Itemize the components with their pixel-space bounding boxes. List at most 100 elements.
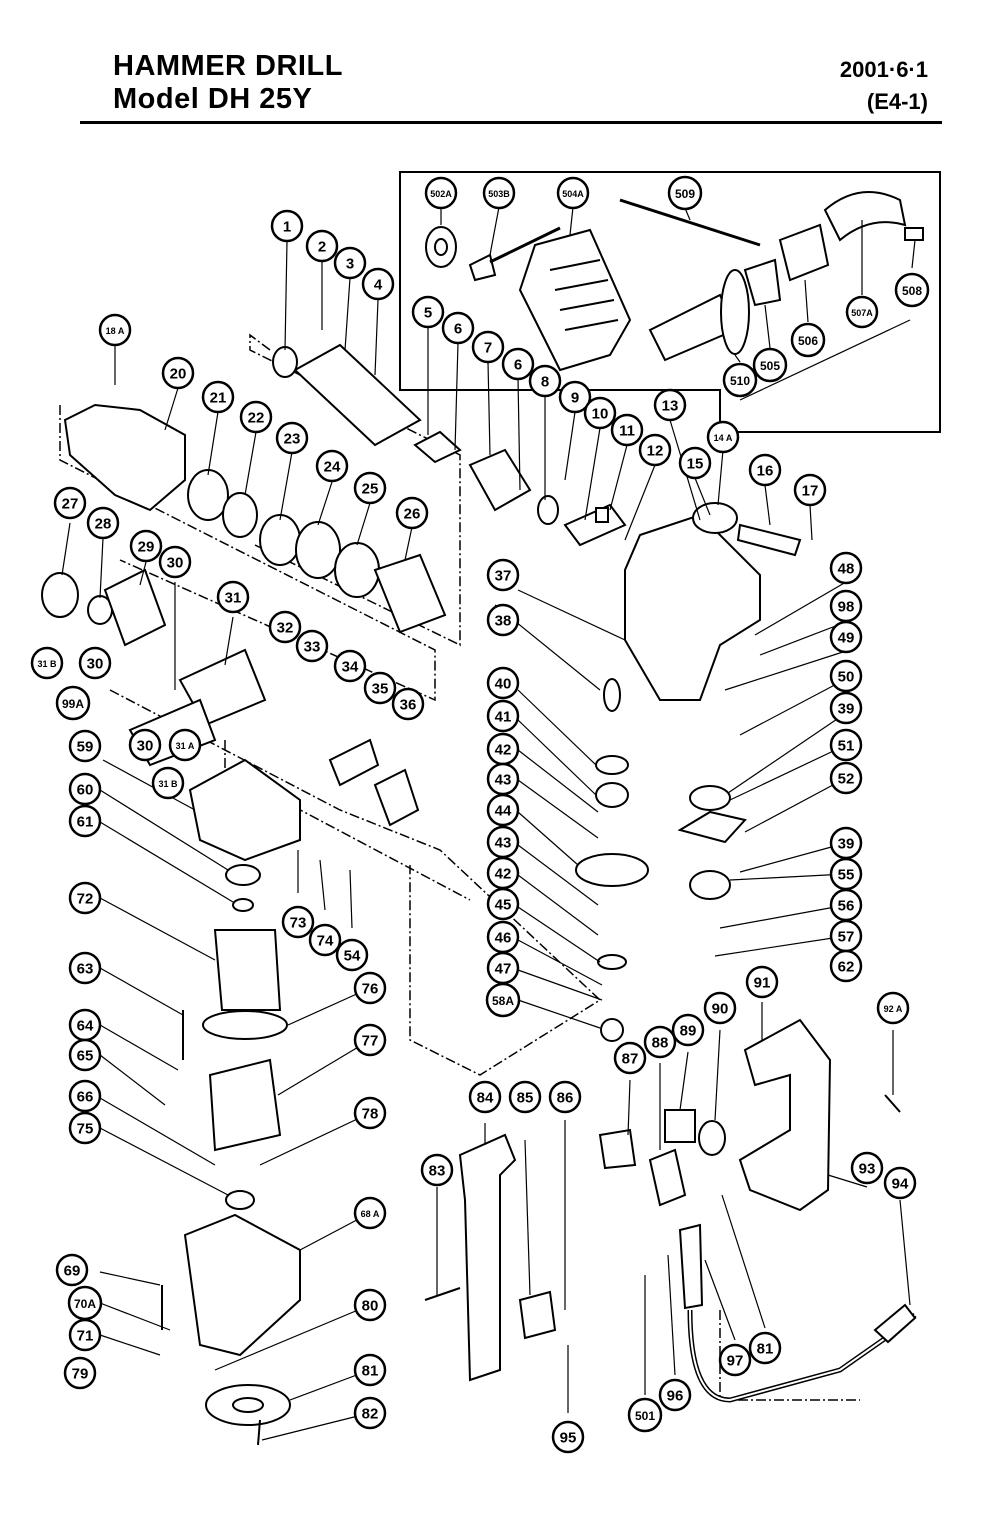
callout-label: 509 [675,187,695,201]
callout-45: 45 [486,887,520,921]
callout-72: 72 [68,881,102,915]
callout-7: 7 [471,330,505,364]
callout-78: 78 [353,1096,387,1130]
callout-label: 41 [495,709,512,726]
callout-label: 22 [248,410,265,427]
part-7-gear [468,448,532,512]
callout-label: 12 [647,443,664,460]
callout-8: 8 [528,364,562,398]
callout-label: 43 [495,835,512,852]
callout-63: 63 [68,951,102,985]
callout-label: 62 [838,959,855,976]
callout-89: 89 [671,1013,705,1047]
callout-label: 85 [517,1090,534,1107]
callout-label: 82 [362,1406,379,1423]
callout-505: 505 [752,347,788,383]
callout-25: 25 [353,471,387,505]
callout-92a: 92 A [876,991,910,1025]
part-58A-gear-housing [188,758,301,862]
callout-label: 18 A [106,326,125,336]
callout-label: 6 [454,321,462,338]
callout-label: 50 [838,669,855,686]
callout-66: 66 [68,1079,102,1113]
callout-29: 29 [129,529,163,563]
callout-label: 94 [892,1176,909,1193]
part-82-screw [424,1287,461,1301]
callout-98: 98 [829,589,863,623]
callout-label: 55 [838,867,855,884]
callout-58a: 58A [485,982,521,1018]
callout-506: 506 [790,322,826,358]
callout-504a: 504A [556,176,590,210]
callout-18a: 18 A [98,313,132,347]
part-40 [595,755,629,775]
callout-label: 32 [277,620,294,637]
callout-label: 77 [362,1033,379,1050]
callout-15: 15 [678,446,712,480]
callout-label: 31 B [37,659,57,669]
callout-12: 12 [638,433,672,467]
group-frame-crank [109,689,602,1076]
callout-label: 28 [95,516,112,533]
revision-date: 2001·6·1 [839,57,928,82]
callout-label: 5 [424,305,432,322]
callout-96: 96 [658,1378,692,1412]
callout-76: 76 [353,971,387,1005]
part-14A [692,502,738,534]
callout-label: 97 [727,1353,744,1370]
part-34 [328,738,380,787]
callout-label: 42 [495,742,512,759]
part-21 [187,469,229,521]
callout-label: 86 [557,1090,574,1107]
callout-label: 83 [429,1163,446,1180]
title-line-1: HAMMER DRILL [113,50,343,82]
callout-label: 78 [362,1106,379,1123]
callout-508: 508 [894,272,930,308]
callout-label: 80 [362,1298,379,1315]
callout-label: 65 [77,1048,94,1065]
part-45 [597,954,627,970]
callout-42: 42 [486,856,520,890]
callout-37: 37 [486,558,520,592]
callout-label: 49 [838,630,855,647]
callout-1: 1 [270,209,304,243]
callout-93: 93 [850,1151,884,1185]
callout-label: 37 [495,568,512,585]
callout-label: 21 [210,390,227,407]
callout-21: 21 [201,380,235,414]
part-83-handle-cover [458,1133,517,1382]
callout-77: 77 [353,1023,387,1057]
callout-label: 38 [495,613,512,630]
callout-17: 17 [793,473,827,507]
callout-30: 30 [78,646,112,680]
callout-label: 98 [838,599,855,616]
callout-label: 4 [374,277,383,294]
callout-68a: 68 A [353,1196,387,1230]
callout-label: 8 [541,374,549,391]
title-line-2: Model DH 25Y [113,83,313,115]
callout-42: 42 [486,732,520,766]
callout-label: 52 [838,771,855,788]
part-24 [295,521,341,579]
callout-label: 66 [77,1089,94,1106]
callout-4: 4 [361,267,395,301]
part-78-housing [183,1213,301,1357]
part-5 [413,430,462,464]
part-96-cord-armor [678,1223,704,1310]
callout-label: 40 [495,676,512,693]
callout-label: 29 [138,539,155,556]
part-27 [41,572,79,618]
part-22 [222,492,258,538]
callout-label: 95 [560,1430,577,1447]
callout-label: 7 [484,340,492,357]
header-rule [80,121,942,124]
callout-30: 30 [128,728,162,762]
part-1 [272,346,298,378]
callout-label: 30 [137,738,154,755]
callout-34: 34 [333,649,367,683]
callout-label: 42 [495,866,512,883]
callout-label: 39 [838,701,855,718]
part-506 [743,258,782,307]
callout-label: 16 [757,463,774,480]
